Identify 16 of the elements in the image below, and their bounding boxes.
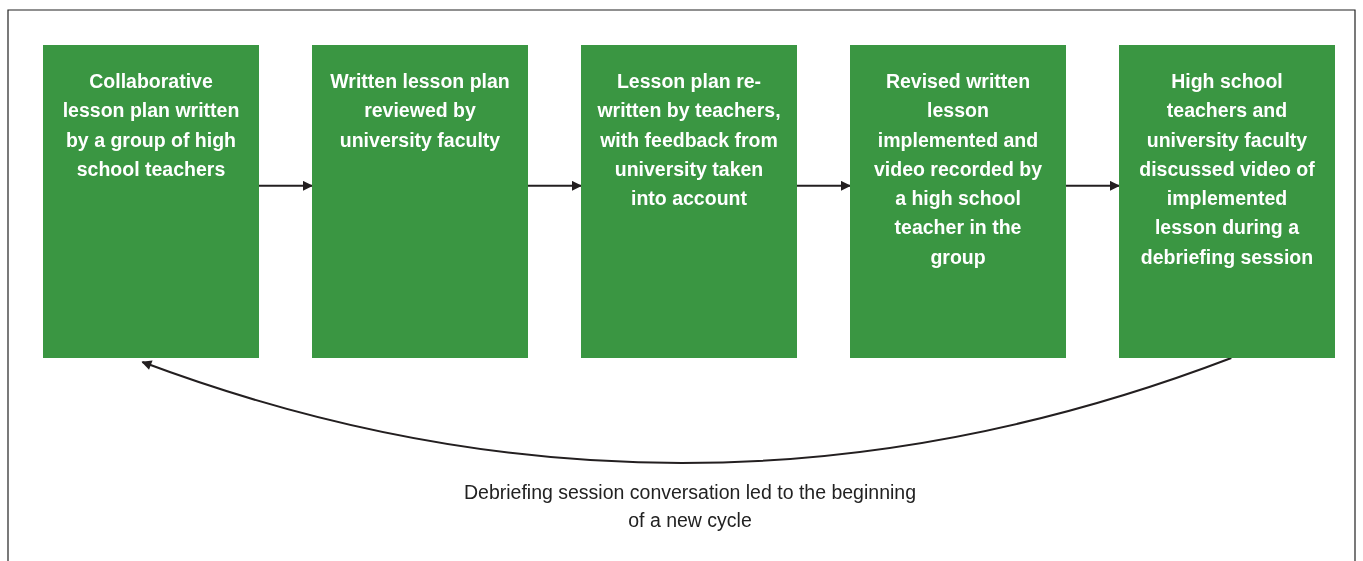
step-text: Collaborative lesson plan written by a group of high school teachers <box>61 69 241 182</box>
process-box <box>581 45 797 358</box>
arrow <box>258 180 313 191</box>
step-text: Lesson plan re-written by teachers, with feedback from university taken into account <box>597 69 781 212</box>
step-text: Revised written lesson implemented and video recorded by a high school teacher in the group <box>873 69 1043 270</box>
process-box <box>1119 45 1335 358</box>
process-box <box>43 45 259 358</box>
arrow <box>1065 180 1120 191</box>
process-box <box>312 45 528 358</box>
step-text: High school teachers and university faculty discussed video of implemented lesson during a debriefing session <box>1138 69 1316 270</box>
process-box <box>850 45 1066 358</box>
arrow <box>141 357 1233 464</box>
cycle-note: Debriefing session conversation led to the beginning of a new cycle <box>462 480 917 533</box>
arrow <box>796 180 851 191</box>
step-text: Written lesson plan reviewed by university faculty <box>329 69 511 153</box>
arrow <box>527 180 582 191</box>
